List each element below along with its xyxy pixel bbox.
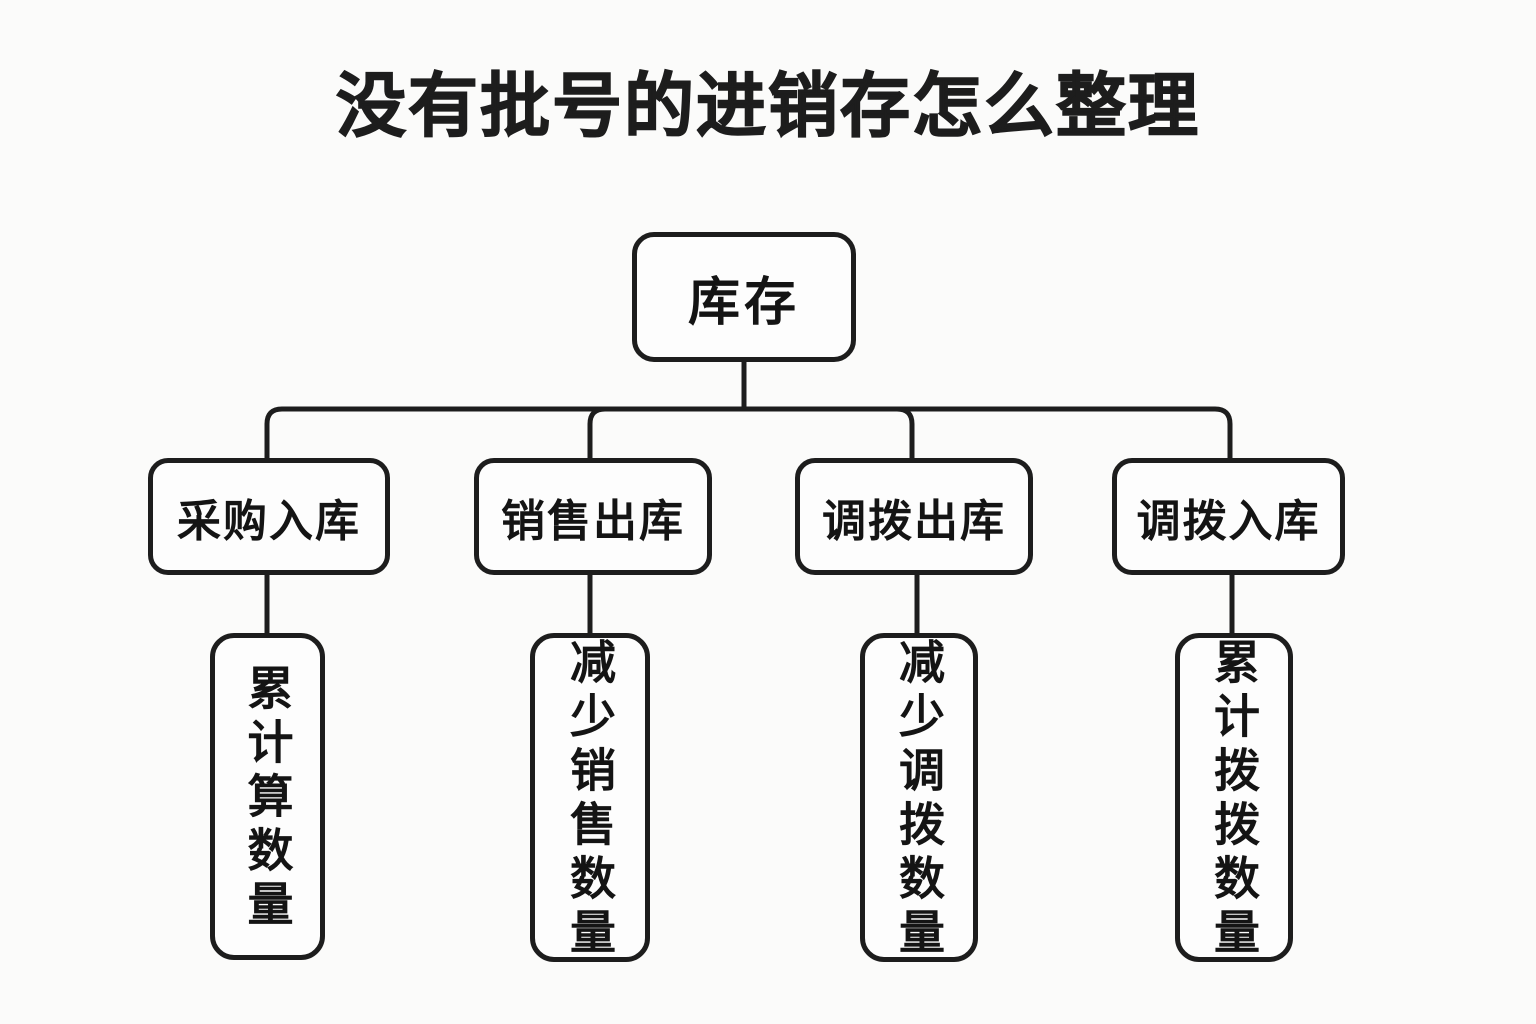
connector-bus-outer [264,406,1233,458]
node-purchase-inbound-detail[interactable]: 累计算数量 [210,633,325,960]
node-transfer-outbound-detail[interactable]: 减少调拨数量 [860,633,978,962]
node-transfer-outbound-label: 调拨出库 [822,496,1006,546]
node-inventory-label: 库存 [687,273,800,332]
node-transfer-inbound-label: 调拨入库 [1136,496,1321,546]
node-purchase-inbound[interactable]: 采购入库 [148,458,390,575]
node-inventory[interactable]: 库存 [632,232,856,362]
node-transfer-outbound[interactable]: 调拨出库 [795,458,1033,575]
node-transfer-inbound-detail[interactable]: 累计拨拨数量 [1175,633,1293,962]
node-purchase-inbound-detail-label: 累计算数量 [241,663,294,934]
node-transfer-inbound-detail-label: 累计拨拨数量 [1208,637,1260,962]
node-transfer-inbound[interactable]: 调拨入库 [1112,458,1345,575]
node-sales-outbound[interactable]: 销售出库 [474,458,712,575]
node-sales-outbound-detail[interactable]: 减少销售数量 [530,633,650,962]
node-sales-outbound-label: 销售出库 [501,496,685,546]
connector-bus-inner [587,406,915,458]
page-title: 没有批号的进销存怎么整理 [335,67,1200,145]
node-transfer-outbound-detail-label: 减少调拨数量 [893,637,945,962]
node-sales-outbound-detail-label: 减少销售数量 [564,637,616,962]
node-purchase-inbound-label: 采购入库 [177,496,361,546]
